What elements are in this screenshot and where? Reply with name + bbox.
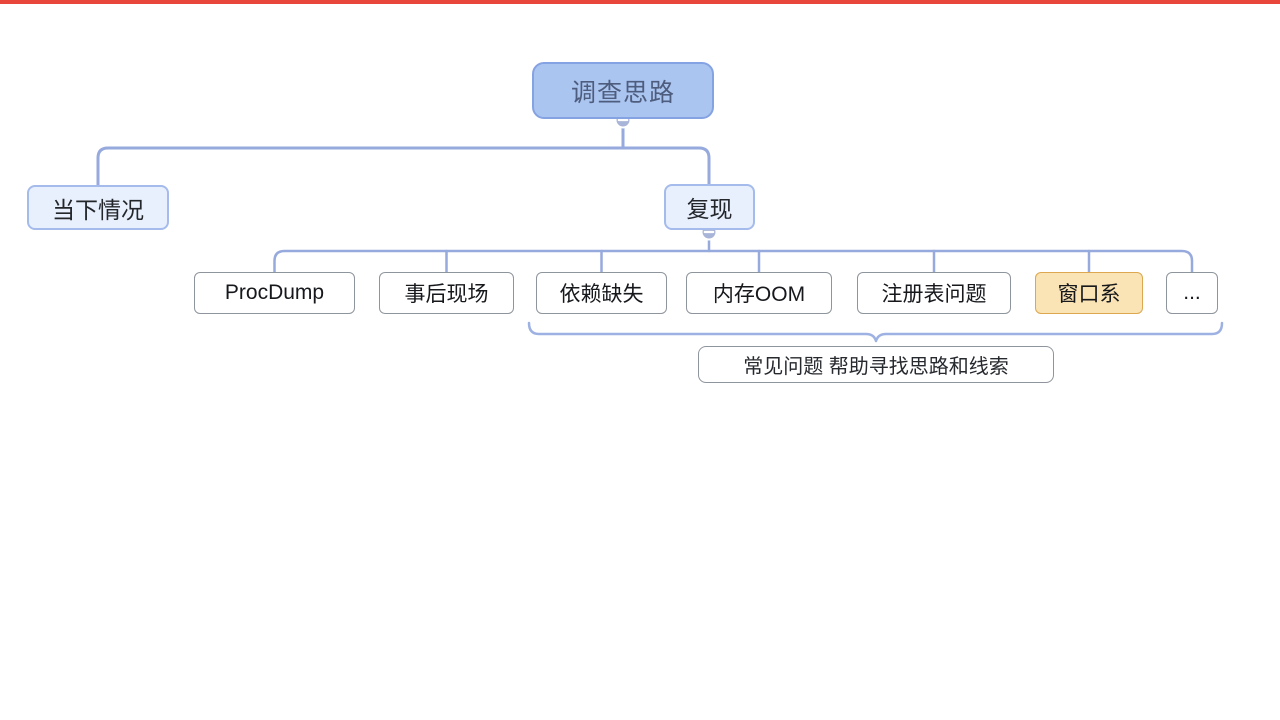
connector-level2-rail <box>96 146 711 188</box>
node-postmortem-scene[interactable]: 事后现场 <box>379 272 514 314</box>
recording-indicator-strip <box>0 0 1280 4</box>
node-registry-issue[interactable]: 注册表问题 <box>857 272 1011 314</box>
summary-brace <box>527 321 1224 343</box>
node-current-situation[interactable]: 当下情况 <box>27 185 169 230</box>
node-procdump[interactable]: ProcDump <box>194 272 355 314</box>
node-missing-dependency[interactable]: 依赖缺失 <box>536 272 667 314</box>
summary-brace-label[interactable]: 常见问题 帮助寻找思路和线索 <box>698 346 1054 383</box>
node-memory-oom[interactable]: 内存OOM <box>686 272 832 314</box>
connector-children-rail <box>273 249 1194 274</box>
node-ellipsis[interactable]: ... <box>1166 272 1218 314</box>
node-root-investigation-approach[interactable]: 调查思路 <box>532 62 714 119</box>
node-window-system[interactable]: 窗口系 <box>1035 272 1143 314</box>
node-reproduce[interactable]: 复现 <box>664 184 755 230</box>
